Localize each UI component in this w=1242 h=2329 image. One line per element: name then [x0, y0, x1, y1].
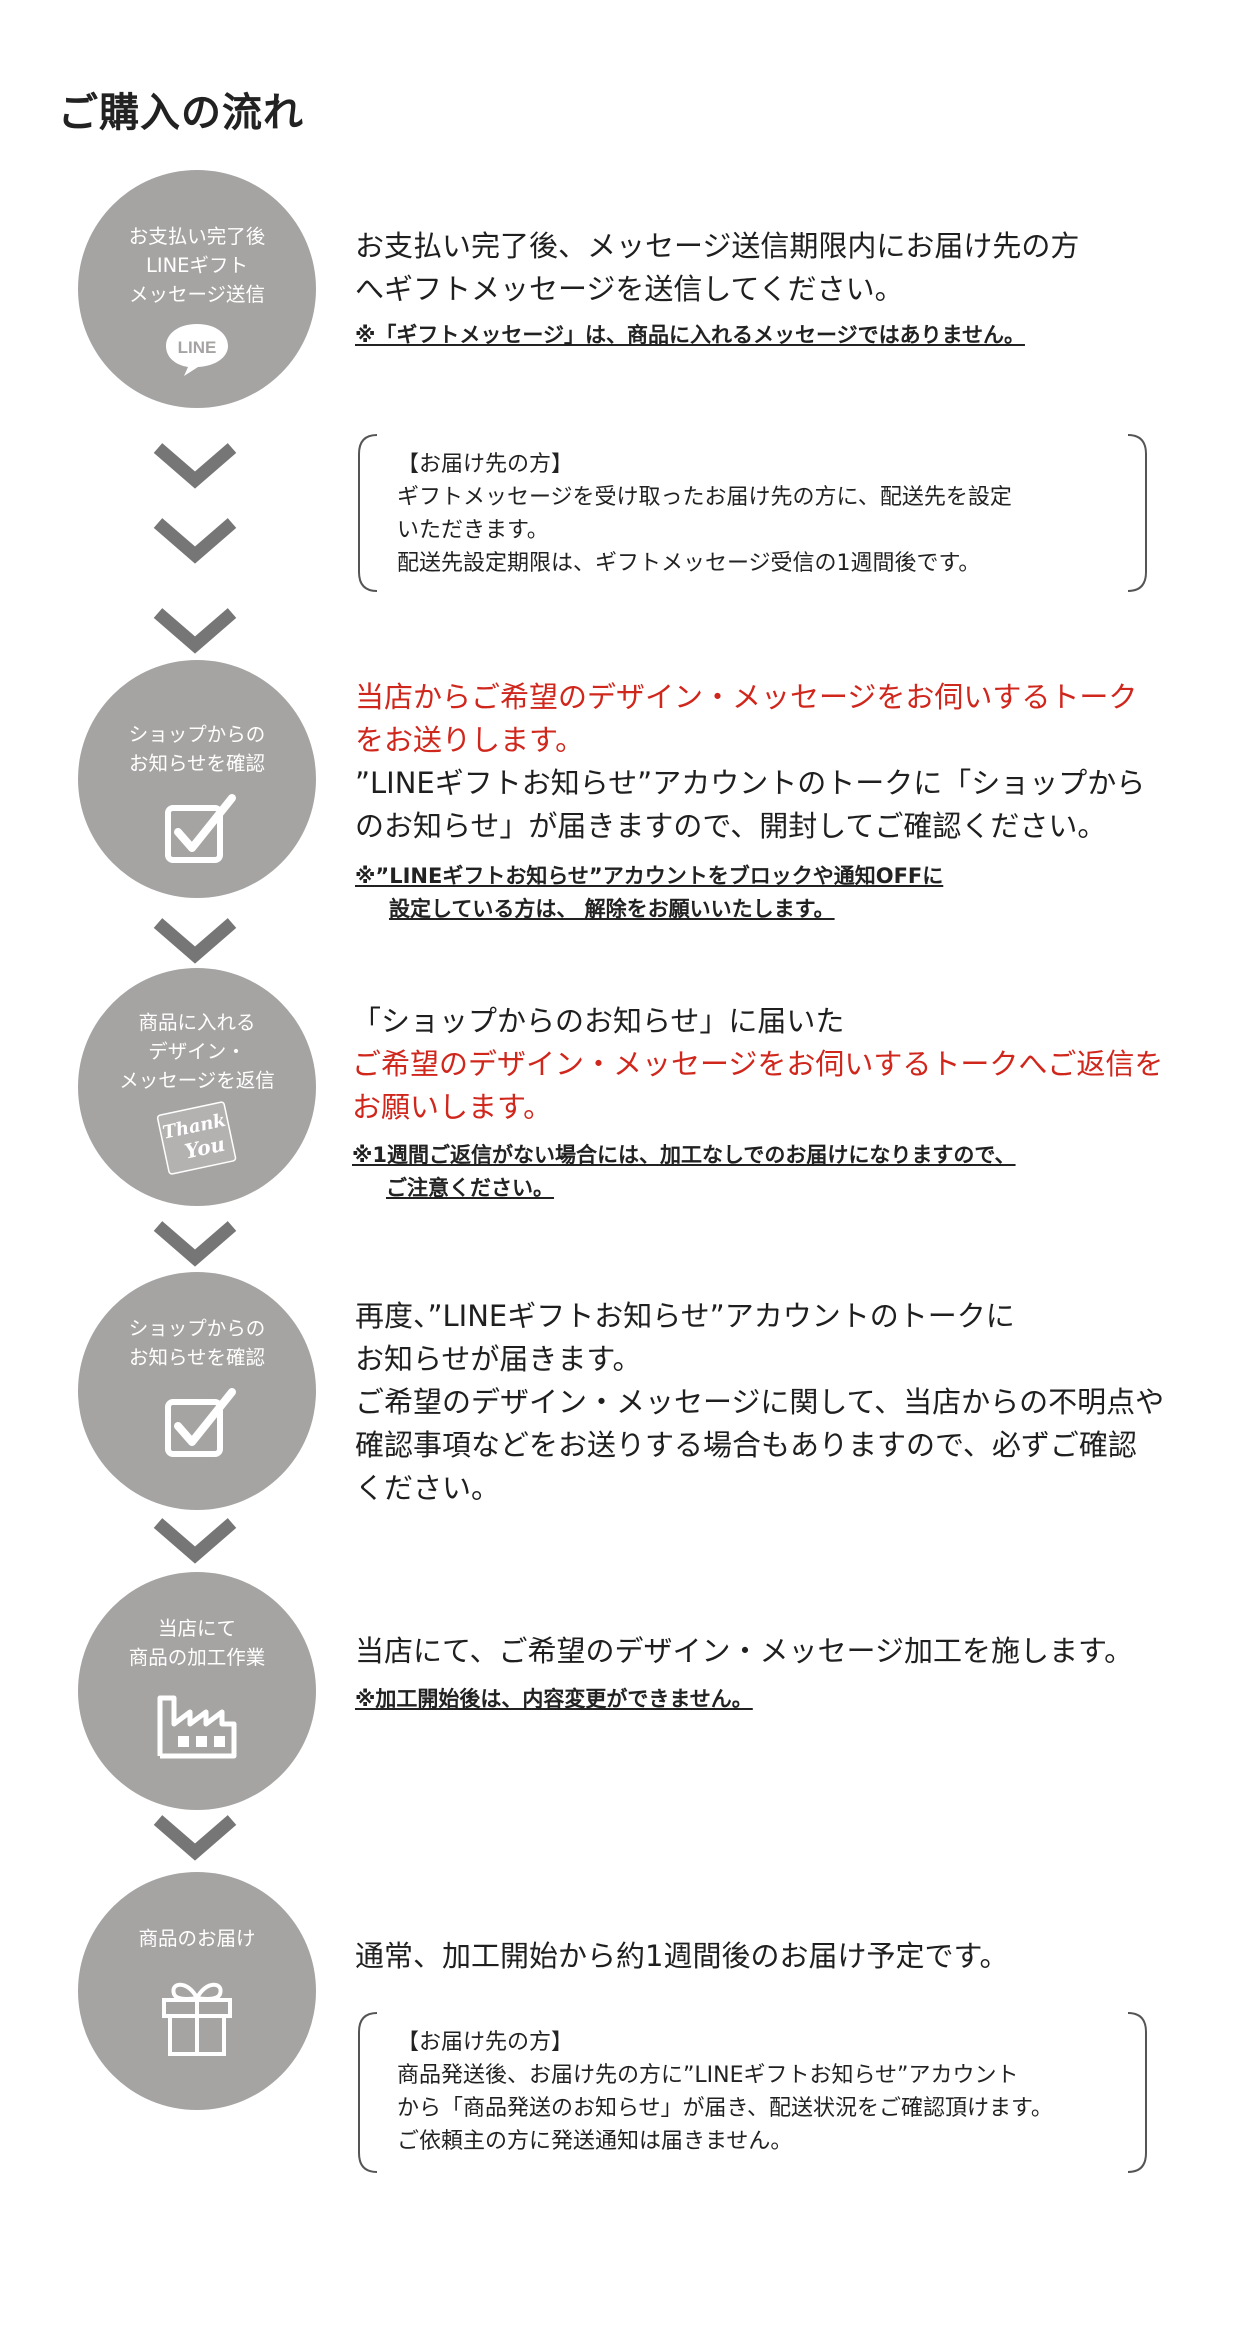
step-5-text: 当店にて、ご希望のデザイン・メッセージ加工を施します。 ※加工開始後は、内容変更… — [355, 1630, 1215, 1716]
step-6-circle-label: 商品のお届け — [138, 1927, 256, 1950]
step-3-note: ※1週間ご返信がない場合には、加工なしでのお届けになりますので、 ご注意ください… — [352, 1143, 1016, 1200]
step-1-circle: お支払い完了後 LINEギフト メッセージ送信 LINE — [78, 170, 316, 408]
step-1-text: お支払い完了後、メッセージ送信期限内にお届け先の方 へギフトメッセージを送信して… — [355, 225, 1215, 352]
checkbox-icon — [165, 794, 236, 863]
bracket-frame — [358, 434, 1147, 592]
chevron-down-icon — [153, 1815, 237, 1861]
step-3-circle-label: 商品に入れる デザイン・ メッセージを返信 — [119, 1011, 275, 1092]
step-2-main: ”LINEギフトお知らせ”アカウントのトークに「ショップから のお知らせ」が届き… — [355, 766, 1146, 843]
step-2-main-highlight: 当店からご希望のデザイン・メッセージをお伺いするトーク をお送りします。 — [355, 680, 1138, 757]
svg-text:LINE: LINE — [178, 338, 217, 357]
step-1-recipient-text: 【お届け先の方】 ギフトメッセージを受け取ったお届け先の方に、配送先を設定 いた… — [397, 452, 1012, 576]
step-2-circle: ショップからの お知らせを確認 — [78, 660, 316, 898]
step-1-circle-label: お支払い完了後 LINEギフト メッセージ送信 — [128, 225, 266, 306]
step-6-recipient-box: 【お届け先の方】 商品発送後、お届け先の方に”LINEギフトお知らせ”アカウント… — [355, 2010, 1150, 2175]
step-4-main: 再度、”LINEギフトお知らせ”アカウントのトークに お知らせが届きます。 ご希… — [355, 1299, 1165, 1505]
step-4-circle-label: ショップからの お知らせを確認 — [128, 1317, 266, 1369]
chevron-down-icon — [153, 443, 237, 489]
chevron-down-icon — [153, 1221, 237, 1267]
chevron-down-icon — [153, 1518, 237, 1564]
step-3-main: 「ショップからのお知らせ」に届いた — [352, 1004, 845, 1038]
step-4-text: 再度、”LINEギフトお知らせ”アカウントのトークに お知らせが届きます。 ご希… — [355, 1295, 1215, 1510]
step-1-recipient-box: 【お届け先の方】 ギフトメッセージを受け取ったお届け先の方に、配送先を設定 いた… — [355, 432, 1150, 594]
step-1-main: お支払い完了後、メッセージ送信期限内にお届け先の方 へギフトメッセージを送信して… — [355, 229, 1080, 306]
thank-you-card-icon: Thank You — [156, 1101, 237, 1175]
step-6-main: 通常、加工開始から約1週間後のお届け予定です。 — [355, 1939, 1009, 1973]
line-speech-bubble-icon: LINE — [166, 324, 228, 376]
step-6-text: 通常、加工開始から約1週間後のお届け予定です。 — [355, 1935, 1215, 1978]
page-title: ご購入の流れ — [58, 90, 304, 136]
step-5-main: 当店にて、ご希望のデザイン・メッセージ加工を施します。 — [355, 1634, 1134, 1668]
step-6-recipient-text: 【お届け先の方】 商品発送後、お届け先の方に”LINEギフトお知らせ”アカウント… — [397, 2030, 1053, 2154]
step-2-note: ※”LINEギフトお知らせ”アカウントをブロックや通知OFFに 設定している方は… — [355, 864, 944, 921]
chevron-down-icon — [153, 918, 237, 964]
step-4-circle: ショップからの お知らせを確認 — [78, 1272, 316, 1510]
step-1-note: ※「ギフトメッセージ」は、商品に入れるメッセージではありません。 — [355, 323, 1025, 347]
chevron-down-icon — [153, 518, 237, 564]
factory-icon — [157, 1695, 237, 1759]
step-3-circle: 商品に入れる デザイン・ メッセージを返信 Thank You — [78, 968, 316, 1206]
chevron-down-icon — [153, 608, 237, 654]
bracket-frame — [358, 2012, 1147, 2173]
step-5-circle-label: 当店にて 商品の加工作業 — [128, 1617, 266, 1669]
step-5-note: ※加工開始後は、内容変更ができません。 — [355, 1687, 753, 1711]
step-2-text: 当店からご希望のデザイン・メッセージをお伺いするトーク をお送りします。 ”LI… — [355, 676, 1215, 926]
step-3-text: 「ショップからのお知らせ」に届いた ご希望のデザイン・メッセージをお伺いするトー… — [352, 1000, 1212, 1205]
step-2-circle-label: ショップからの お知らせを確認 — [128, 723, 266, 775]
step-6-circle: 商品のお届け — [78, 1872, 316, 2110]
checkbox-icon — [165, 1388, 236, 1457]
step-3-main-highlight: ご希望のデザイン・メッセージをお伺いするトークへご返信を お願いします。 — [352, 1047, 1164, 1124]
step-5-circle: 当店にて 商品の加工作業 — [78, 1572, 316, 1810]
gift-box-icon — [162, 1982, 232, 2056]
